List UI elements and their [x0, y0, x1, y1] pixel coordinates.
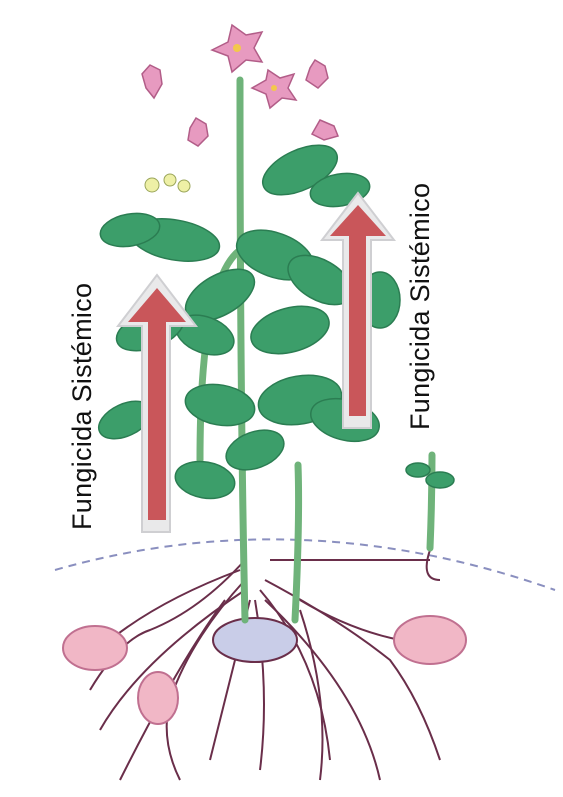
right-arrow-label: Fungicida Sistémico: [405, 183, 436, 430]
root-system: [90, 550, 440, 780]
soil-line: [55, 539, 555, 590]
tuber: [63, 626, 127, 670]
tuber: [394, 616, 466, 664]
tuber: [138, 672, 178, 724]
left-arrow-label: Fungicida Sistémico: [67, 283, 98, 530]
flower-buds: [145, 174, 190, 192]
seed-tuber: [213, 618, 297, 662]
